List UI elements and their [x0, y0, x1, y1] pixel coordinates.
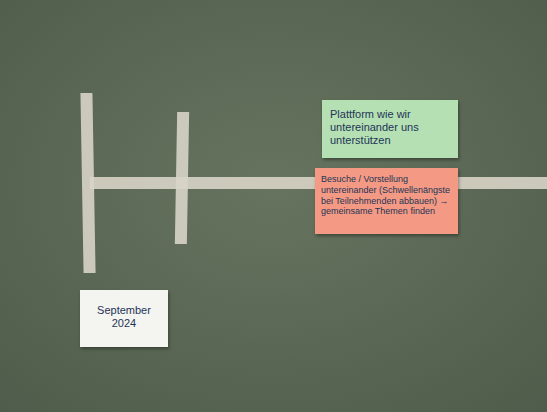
sticky-note: Besuche / Vorstellung untereinander (Sch… — [315, 168, 458, 234]
note-text: Besuche / Vorstellung untereinander (Sch… — [321, 174, 452, 217]
note-text: September 2024 — [94, 304, 154, 330]
tick-tape — [175, 112, 189, 244]
sticky-note: Plattform wie wir untereinander uns unte… — [322, 100, 458, 158]
tick-tape — [80, 93, 95, 273]
note-text: Plattform wie wir untereinander uns unte… — [330, 108, 450, 148]
date-card: September 2024 — [80, 290, 168, 347]
